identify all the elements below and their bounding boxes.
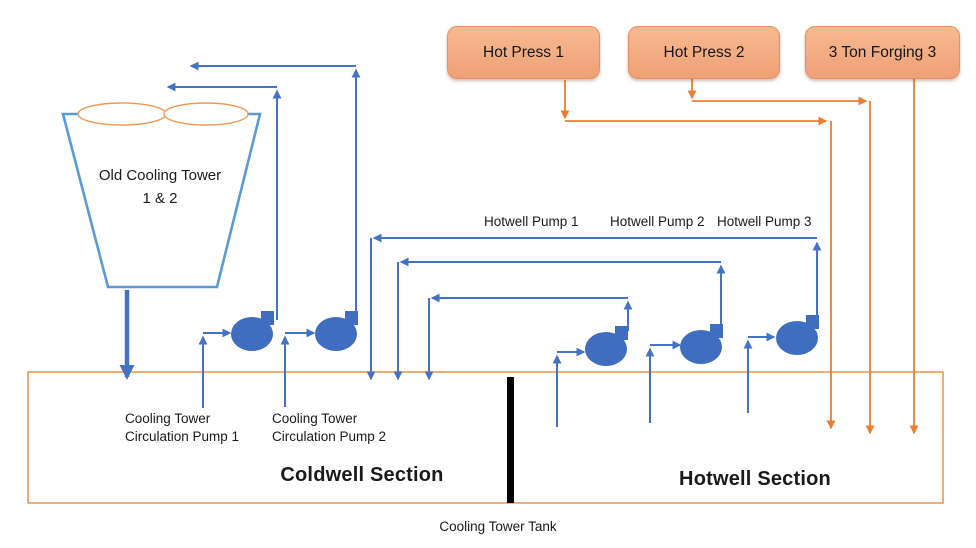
hotwell-pump1-label: Hotwell Pump 1 xyxy=(484,214,579,229)
cooling-tower-fan-1-icon xyxy=(77,102,167,126)
hot-press-1-node: Hot Press 1 xyxy=(447,26,600,79)
coldwell-section-label: Coldwell Section xyxy=(280,464,444,486)
hotwell-section-label: Hotwell Section xyxy=(679,468,831,490)
pumps xyxy=(231,311,819,366)
circulation-pump1-icon xyxy=(231,311,274,351)
circulation-pump2-label: Cooling Tower Circulation Pump 2 xyxy=(272,411,387,444)
cooling-tower-tank xyxy=(27,371,944,504)
hotwell-pump1-icon xyxy=(585,326,628,366)
hotwell-pump3-label: Hotwell Pump 3 xyxy=(717,214,812,229)
tank-divider xyxy=(507,377,514,503)
hotwell-pump2-icon xyxy=(680,324,723,364)
hot-press-2-label: Hot Press 2 xyxy=(663,43,745,61)
circulation-pump2-icon xyxy=(315,311,358,351)
forging-3-label: 3 Ton Forging 3 xyxy=(828,43,937,61)
hotwell-pump3-icon xyxy=(776,315,819,355)
forging-3-node: 3 Ton Forging 3 xyxy=(805,26,960,79)
hot-water-lines xyxy=(560,78,919,435)
hot-press-2-node: Hot Press 2 xyxy=(628,26,780,79)
cooling-tower-fan-2-icon xyxy=(163,102,249,126)
circulation-pump1-label: Cooling Tower Circulation Pump 1 xyxy=(125,411,240,444)
cooling-tower-label: Old Cooling Tower 1 & 2 xyxy=(98,167,222,207)
old-cooling-tower xyxy=(61,102,262,289)
cold-water-lines xyxy=(119,61,822,427)
hot-press-1-label: Hot Press 1 xyxy=(483,43,564,61)
tank-label: Cooling Tower Tank xyxy=(439,519,557,534)
hotwell-pump2-label: Hotwell Pump 2 xyxy=(610,214,705,229)
